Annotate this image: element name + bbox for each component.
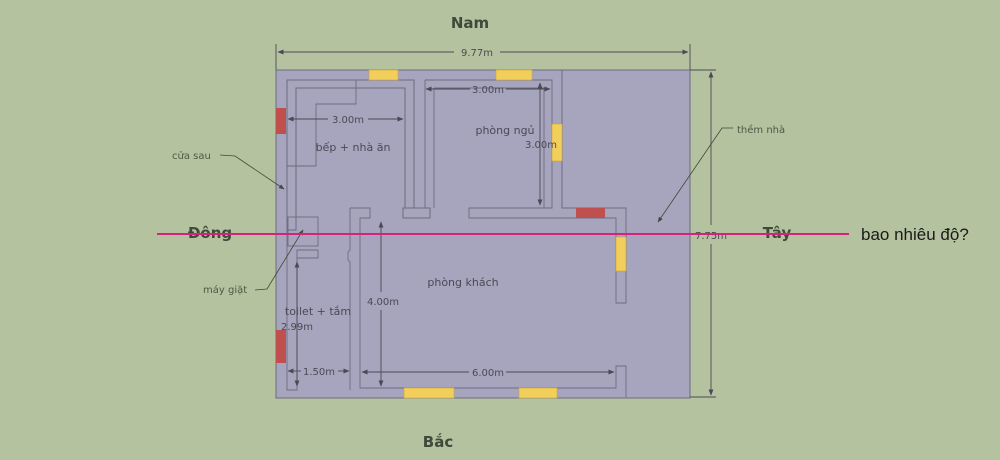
bath-width-dimension: 1.50m bbox=[287, 367, 350, 378]
bedroom-height-label: 3.00m bbox=[525, 140, 557, 151]
living-width-dimension: 6.00m bbox=[361, 368, 615, 379]
bath-height-label: 2.99m bbox=[281, 322, 313, 333]
total-height-dimension: 7.75m bbox=[690, 69, 727, 398]
living-height-label: 4.00m bbox=[367, 297, 399, 308]
kitchen-width-dimension: 3.00m bbox=[287, 115, 404, 126]
window-living-side bbox=[615, 236, 627, 272]
total-height-label: 7.75m bbox=[695, 231, 727, 242]
window-bedroom-side bbox=[551, 123, 563, 162]
callout-porch: thềm nhà bbox=[657, 124, 785, 223]
callout-washer-label: máy giặt bbox=[203, 284, 247, 296]
windows bbox=[368, 69, 627, 399]
callout-back-door: cửa sau bbox=[172, 150, 285, 190]
window-kitchen-top bbox=[368, 69, 399, 81]
bath-width-label: 1.50m bbox=[303, 367, 335, 378]
door-kitchen bbox=[276, 108, 286, 134]
kitchen-width-label: 3.00m bbox=[332, 115, 364, 126]
window-living-bottom-1 bbox=[403, 387, 455, 399]
callout-washer: máy giặt bbox=[203, 229, 304, 296]
living-width-label: 6.00m bbox=[472, 368, 504, 379]
bath-height-dimension: 2.99m bbox=[281, 261, 313, 387]
room-label-living: phòng khách bbox=[427, 276, 498, 289]
callout-back-door-label: cửa sau bbox=[172, 150, 211, 162]
compass-south-label: Nam bbox=[451, 14, 489, 32]
bedroom-width-label: 3.00m bbox=[472, 85, 504, 96]
door-bath bbox=[276, 330, 286, 363]
compass-north-label: Bắc bbox=[423, 432, 453, 451]
bedroom-height-dimension: 3.00m bbox=[525, 82, 557, 206]
window-bedroom-top bbox=[495, 69, 533, 81]
total-width-dimension: 9.77m bbox=[275, 44, 691, 70]
doors bbox=[276, 108, 605, 363]
room-label-bedroom: phòng ngủ bbox=[475, 124, 534, 137]
door-bedroom bbox=[576, 208, 605, 218]
window-living-bottom-2 bbox=[518, 387, 558, 399]
bedroom-width-dimension: 3.00m bbox=[425, 85, 551, 96]
callout-porch-label: thềm nhà bbox=[737, 124, 785, 136]
question-text: bao nhiêu độ? bbox=[861, 225, 969, 244]
room-label-kitchen: bếp + nhà ăn bbox=[316, 141, 391, 154]
total-width-label: 9.77m bbox=[461, 48, 493, 59]
room-label-bath: toilet + tắm bbox=[285, 305, 351, 318]
